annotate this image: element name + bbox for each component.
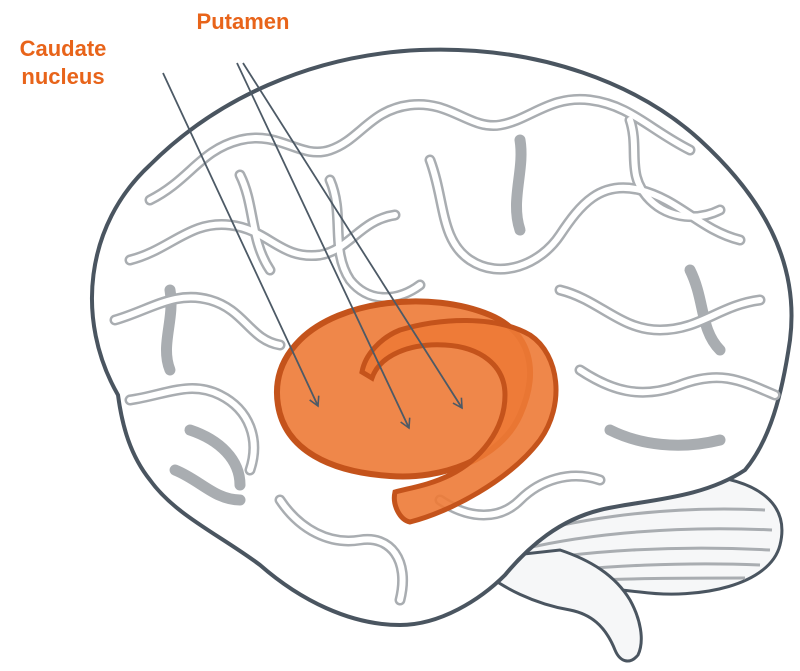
caudate-label-line1: Caudate [0, 35, 126, 63]
caudate-nucleus-label: Caudate nucleus [0, 35, 126, 91]
putamen-label-text: Putamen [178, 8, 308, 36]
caudate-label-line2: nucleus [0, 63, 126, 91]
putamen-label: Putamen [178, 8, 308, 36]
